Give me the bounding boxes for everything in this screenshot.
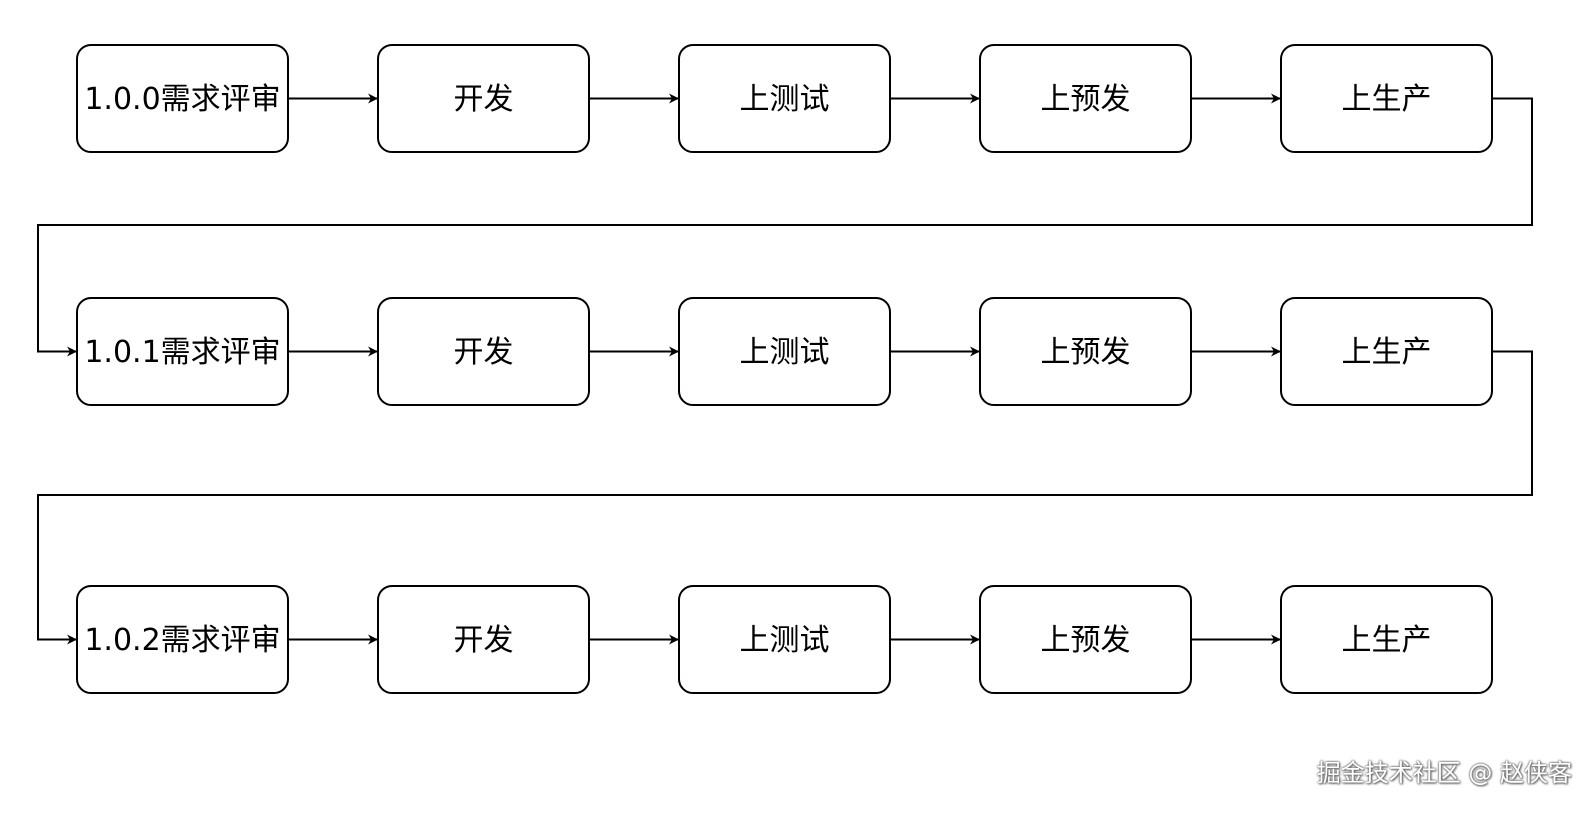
- flow-step-box: [979, 585, 1192, 694]
- flow-step-box: [377, 44, 590, 153]
- flow-step-r2-c1: 1.0.1需求评审: [76, 297, 289, 406]
- flow-step-box: [76, 44, 289, 153]
- flow-step-label: 上生产: [1342, 82, 1432, 117]
- flow-step-box: [377, 585, 590, 694]
- flow-step-label: 上生产: [1342, 623, 1432, 658]
- flow-step-r3-c1: 1.0.2需求评审: [76, 585, 289, 694]
- flow-step-label: 上生产: [1342, 335, 1432, 370]
- flow-step-box: [1280, 44, 1493, 153]
- flow-step-box: [678, 297, 891, 406]
- flow-step-r3-c2: 开发: [377, 585, 590, 694]
- flow-step-label: 1.0.2需求评审: [84, 623, 280, 658]
- watermark-text: 掘金技术社区 @ 赵侠客: [1316, 759, 1572, 787]
- flow-step-box: [377, 297, 590, 406]
- flow-step-r3-c4: 上预发: [979, 585, 1192, 694]
- flow-step-label: 1.0.0需求评审: [84, 82, 280, 117]
- flow-step-box: [979, 44, 1192, 153]
- wrap-connector-row2-to-row3: [37, 350, 1533, 645]
- nodes-layer: 1.0.0需求评审开发上测试上预发上生产1.0.1需求评审开发上测试上预发上生产…: [76, 44, 1493, 694]
- flow-step-r2-c4: 上预发: [979, 297, 1192, 406]
- flow-step-r2-c5: 上生产: [1280, 297, 1493, 406]
- flow-step-box: [76, 585, 289, 694]
- flow-step-label: 上预发: [1041, 82, 1131, 117]
- flow-step-r1-c3: 上测试: [678, 44, 891, 153]
- flow-step-label: 1.0.1需求评审: [84, 335, 280, 370]
- flow-step-label: 开发: [454, 335, 514, 370]
- flow-step-box: [979, 297, 1192, 406]
- flow-step-label: 上测试: [740, 623, 830, 658]
- flow-step-label: 上测试: [740, 82, 830, 117]
- flow-step-box: [1280, 297, 1493, 406]
- edges-layer: [37, 93, 1533, 645]
- flow-step-label: 开发: [454, 623, 514, 658]
- flow-step-box: [76, 297, 289, 406]
- flow-step-label: 上测试: [740, 335, 830, 370]
- wrap-connector-row1-to-row2: [37, 97, 1533, 357]
- flow-step-r1-c2: 开发: [377, 44, 590, 153]
- flow-step-r1-c5: 上生产: [1280, 44, 1493, 153]
- flow-step-r3-c3: 上测试: [678, 585, 891, 694]
- flow-step-r2-c2: 开发: [377, 297, 590, 406]
- flow-step-r1-c4: 上预发: [979, 44, 1192, 153]
- flow-step-label: 上预发: [1041, 623, 1131, 658]
- flow-step-box: [678, 44, 891, 153]
- flow-step-label: 上预发: [1041, 335, 1131, 370]
- flow-step-label: 开发: [454, 82, 514, 117]
- flow-step-r3-c5: 上生产: [1280, 585, 1493, 694]
- flow-step-box: [1280, 585, 1493, 694]
- flow-step-r1-c1: 1.0.0需求评审: [76, 44, 289, 153]
- flow-step-box: [678, 585, 891, 694]
- flow-step-r2-c3: 上测试: [678, 297, 891, 406]
